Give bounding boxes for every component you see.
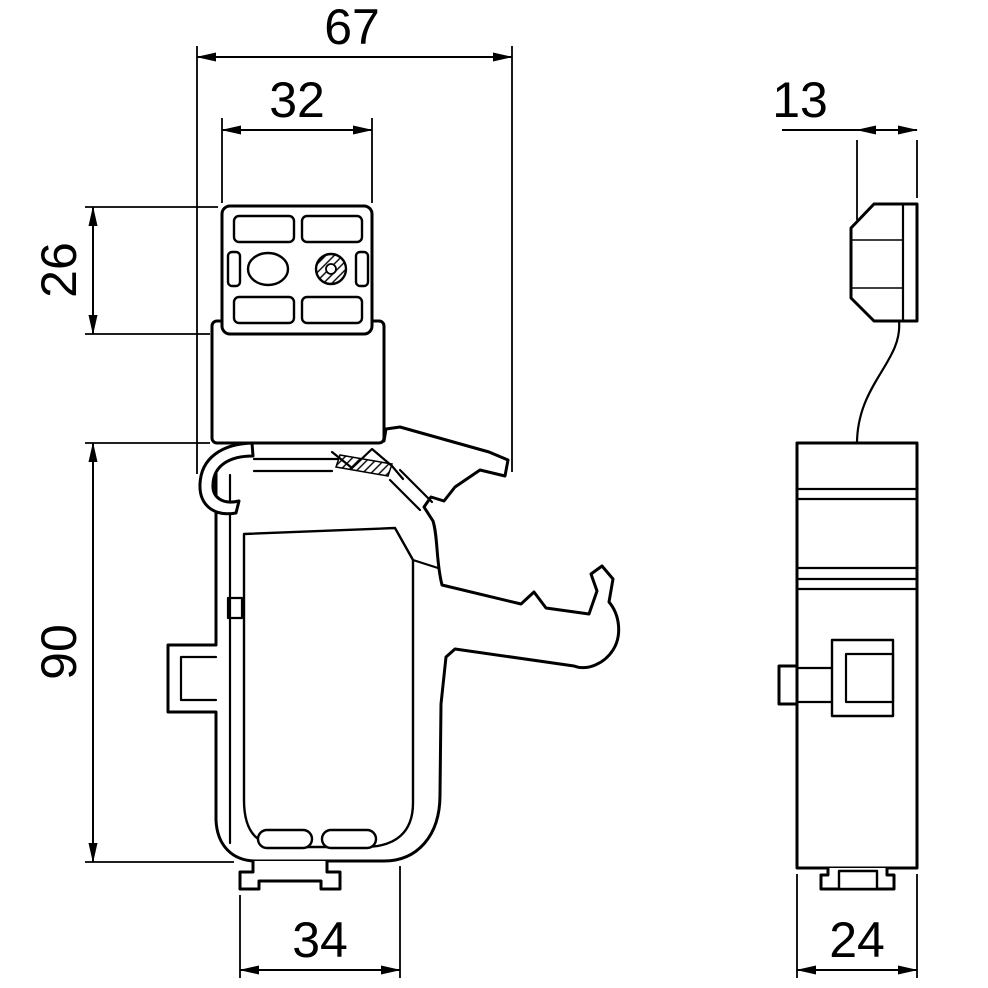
dim-label-overall-width: 67: [324, 0, 380, 55]
latch-mechanism: [252, 447, 434, 512]
head-slot: [300, 214, 364, 244]
head-side-slot: [226, 250, 242, 288]
side-lug-inner-line: [179, 655, 218, 702]
head-slot: [232, 214, 296, 244]
side-latch-block-inner: [844, 652, 895, 704]
bottom-slot-right: [320, 828, 378, 850]
side-view: [777, 202, 919, 891]
side-mounting-head: [849, 202, 919, 323]
inner-wall-step: [226, 596, 244, 620]
dim-label-head-height: 26: [31, 242, 87, 298]
latch-hatch-section: [335, 454, 393, 477]
profile-cavity: [242, 526, 415, 849]
dim-label-profile-height: 90: [31, 624, 87, 680]
front-foot: [238, 859, 342, 891]
dimension-foot-width: 34: [238, 866, 402, 978]
side-latch-block: [830, 638, 895, 718]
dim-label-side-body-width: 24: [829, 912, 885, 968]
screw-center: [325, 263, 337, 275]
profile-inner-details: [179, 473, 440, 850]
spring-wire: [855, 319, 901, 448]
cavity-corner-line: [411, 558, 440, 570]
top-left-curl: [198, 441, 255, 516]
dimension-side-body-width: 24: [795, 874, 919, 978]
dim-label-foot-width: 34: [292, 912, 348, 968]
front-view: [166, 204, 621, 891]
dim-label-side-top-width: 13: [772, 72, 828, 128]
dimension-head-height: 26: [31, 205, 218, 336]
side-body: [777, 441, 919, 891]
dimension-side-top-width: 13: [772, 72, 919, 220]
head-opening: [246, 251, 290, 287]
dimension-overall-width: 67: [195, 0, 514, 474]
head-slot: [232, 295, 296, 325]
bottom-slot-left: [256, 828, 314, 850]
head-slot: [300, 295, 364, 325]
latch-arm-line: [398, 468, 434, 504]
side-release-tab: [777, 664, 799, 706]
head-side-slot: [354, 250, 370, 288]
side-foot-inner: [837, 869, 879, 891]
latch-arm-line: [388, 478, 422, 512]
dim-label-head-width: 32: [269, 72, 325, 128]
side-head-outline: [849, 202, 919, 323]
dimension-profile-height: 90: [31, 441, 234, 864]
dimension-head-width: 32: [220, 72, 374, 203]
upper-body-block: [210, 319, 386, 445]
mounting-head: [220, 204, 374, 336]
